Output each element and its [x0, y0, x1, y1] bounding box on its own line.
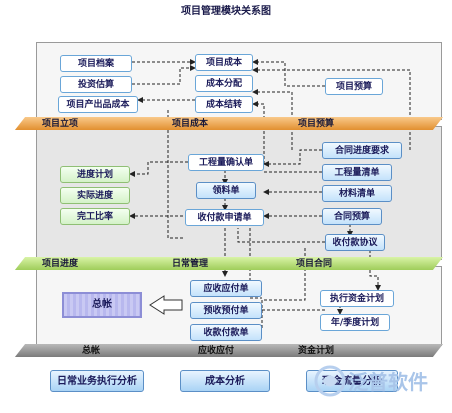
payment-agreement-box: 收付款协议	[325, 234, 385, 251]
layer1-left-label: 项目立项	[42, 119, 79, 129]
project-budget-box: 项目预算	[325, 78, 383, 95]
payment-request-box: 收付款申请单	[185, 209, 264, 226]
daily-execution-analysis-box: 日常业务执行分析	[50, 370, 144, 392]
receivable-payable-box: 应收应付单	[190, 280, 262, 297]
layer1-middle-label: 项目成本	[172, 119, 209, 129]
material-requisition-box: 领料单	[196, 182, 256, 199]
advance-receipt-box: 预收预付单	[190, 302, 262, 319]
cost-allocation-box: 成本分配	[195, 75, 253, 92]
progress-plan-box: 进度计划	[60, 166, 130, 183]
cost-carryover-box: 成本结转	[195, 96, 253, 113]
project-file-box: 项目档案	[60, 55, 132, 72]
watermark-text: 泛普软件	[348, 370, 428, 394]
annual-quarterly-plan-box: 年/季度计划	[320, 314, 390, 331]
project-output-cost-box: 项目产出品成本	[58, 96, 138, 113]
material-list-box: 材料清单	[322, 185, 392, 202]
quantity-confirmation-box: 工程量确认单	[188, 154, 264, 171]
layer2-right-label: 项目合同	[296, 259, 333, 269]
layer2-middle-label: 日常管理	[172, 259, 209, 269]
cash-flow-analysis-box: 现金流量分析	[306, 370, 398, 392]
layer2-left-label: 项目进度	[42, 259, 79, 269]
diagram-title: 项目管理模块关系图	[181, 6, 271, 17]
project-cost-box: 项目成本	[195, 54, 253, 71]
investment-estimate-box: 投资估算	[60, 76, 132, 93]
completion-ratio-box: 完工比率	[60, 208, 130, 225]
cost-analysis-box: 成本分析	[180, 370, 270, 392]
execution-fund-plan-box: 执行资金计划	[320, 290, 394, 307]
watermark-logo-icon	[314, 365, 346, 397]
quantity-list-box: 工程量清单	[322, 164, 392, 181]
layer3-middle-label: 应收应付	[198, 346, 235, 356]
layer3-left-label: 总帐	[82, 346, 101, 356]
layer1-right-label: 项目预算	[298, 119, 335, 129]
contract-budget-box: 合同预算	[322, 208, 382, 225]
actual-progress-box: 实际进度	[60, 187, 130, 204]
layer3-right-label: 资金计划	[298, 346, 335, 356]
receipt-payment-box: 收款付款单	[190, 324, 262, 341]
general-ledger-box: 总帐	[62, 292, 142, 318]
contract-progress-box: 合同进度要求	[322, 142, 402, 159]
layer-band-2	[14, 257, 444, 270]
layer-band-1	[14, 117, 444, 130]
